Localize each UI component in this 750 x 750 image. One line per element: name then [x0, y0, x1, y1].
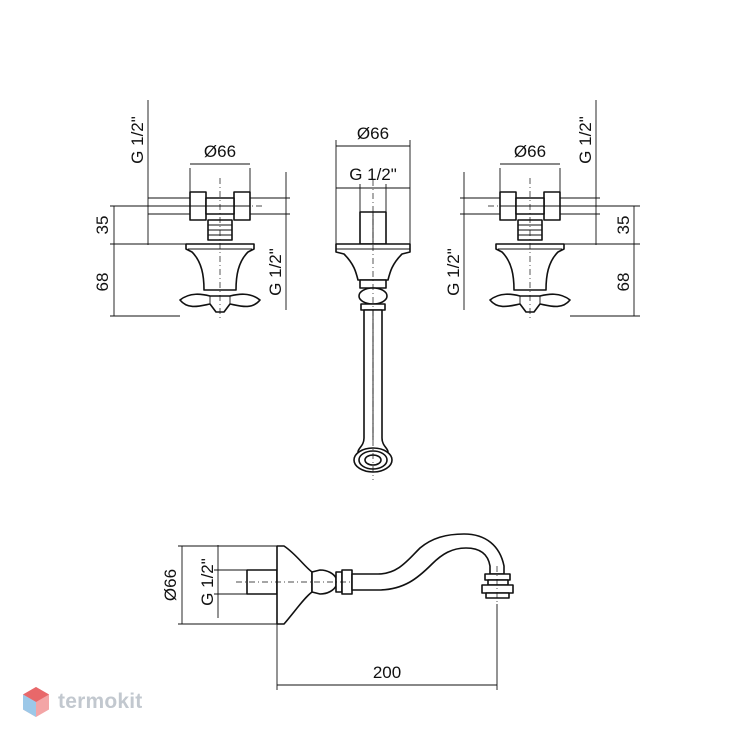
- spout-front-diameter: Ø66: [357, 124, 389, 143]
- watermark: termokit: [22, 686, 142, 718]
- side-view-spout-pipe: [351, 533, 505, 591]
- right-valve-bell: [495, 243, 565, 291]
- side-view-bell: [276, 545, 313, 625]
- side-view: Ø66 G 1/2" 200: [161, 533, 514, 690]
- right-valve-diameter: Ø66: [514, 142, 546, 161]
- right-valve-height-upper: 35: [614, 216, 633, 235]
- right-valve-thread-side: G 1/2": [444, 248, 463, 296]
- spout-front: Ø66 G 1/2": [335, 124, 411, 480]
- side-view-thread: G 1/2": [198, 558, 217, 606]
- left-valve-thread-side: G 1/2": [266, 248, 285, 296]
- right-valve: Ø66 G 1/2" 35 68 G 1/2": [444, 100, 640, 320]
- hexagon-logo-icon: [23, 687, 49, 717]
- left-valve-diameter: Ø66: [204, 142, 236, 161]
- left-valve-height-upper: 35: [93, 216, 112, 235]
- right-valve-height-lower: 68: [614, 273, 633, 292]
- left-valve-height-lower: 68: [93, 273, 112, 292]
- side-view-diameter: Ø66: [161, 569, 180, 601]
- side-view-length: 200: [373, 663, 401, 682]
- spout-front-thread: G 1/2": [349, 165, 397, 184]
- left-valve: Ø66 G 1/2" 35 68 G 1/2": [93, 100, 290, 320]
- left-valve-thread-top: G 1/2": [128, 116, 147, 164]
- right-valve-thread-top: G 1/2": [576, 116, 595, 164]
- left-valve-bell: [185, 243, 255, 291]
- right-valve-handle: [489, 293, 571, 313]
- watermark-text: termokit: [58, 690, 143, 713]
- left-valve-handle: [179, 293, 261, 313]
